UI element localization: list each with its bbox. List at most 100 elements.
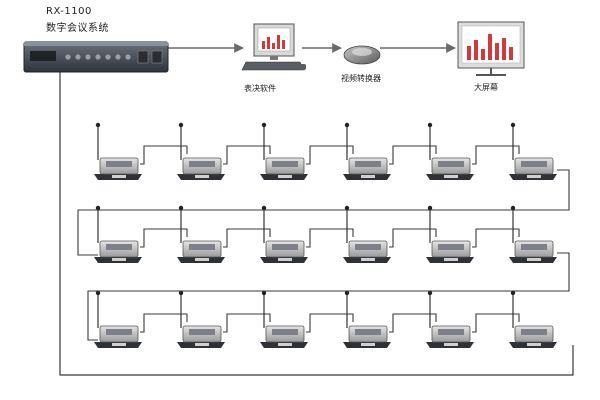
unit-link-cable — [306, 145, 354, 165]
microphone-head-icon — [95, 205, 101, 211]
unit-panel — [438, 244, 464, 250]
unit-button — [527, 175, 541, 178]
host-display — [30, 51, 56, 61]
unit-button — [195, 343, 209, 346]
microphone-head-icon — [510, 205, 516, 211]
host-controller — [23, 41, 169, 73]
unit-panel — [438, 161, 464, 167]
microphone-head-icon — [261, 205, 267, 211]
unit-panel — [438, 329, 464, 335]
row-link-cable — [87, 252, 570, 341]
unit-button — [195, 258, 209, 261]
unit-panel — [272, 329, 298, 335]
unit-link-cable — [389, 228, 437, 248]
unit-link-cable — [140, 313, 188, 333]
delegate-unit — [94, 205, 142, 263]
unit-button — [278, 175, 292, 178]
unit-panel — [106, 161, 132, 167]
microphone-head-icon — [95, 122, 101, 128]
delegate-unit — [260, 122, 308, 180]
unit-button — [112, 175, 126, 178]
host-buttons — [65, 54, 131, 60]
pc-screen-bars — [262, 35, 285, 49]
unit-button — [112, 343, 126, 346]
unit-button — [361, 343, 375, 346]
delegate-unit — [426, 290, 474, 348]
delegate-unit — [426, 122, 474, 180]
microphone-head-icon — [178, 122, 184, 128]
delegate-unit-grid — [77, 122, 570, 348]
microphone-head-icon — [178, 290, 184, 296]
unit-button — [444, 258, 458, 261]
microphone-head-icon — [344, 290, 350, 296]
voting-pc — [241, 23, 306, 71]
delegate-unit — [509, 122, 557, 180]
video-converter — [343, 45, 381, 65]
unit-link-cable — [223, 313, 271, 333]
microphone-head-icon — [95, 290, 101, 296]
unit-link-cable — [389, 145, 437, 165]
microphone-head-icon — [178, 205, 184, 211]
unit-link-cable — [472, 228, 520, 248]
delegate-unit — [343, 290, 391, 348]
delegate-unit — [343, 122, 391, 180]
host-model-label: RX-1100 — [46, 6, 92, 17]
unit-button — [527, 258, 541, 261]
unit-panel — [106, 329, 132, 335]
delegate-unit — [260, 290, 308, 348]
unit-button — [444, 175, 458, 178]
unit-button — [527, 343, 541, 346]
unit-panel — [521, 329, 547, 335]
unit-panel — [521, 161, 547, 167]
microphone-head-icon — [261, 290, 267, 296]
unit-panel — [272, 161, 298, 167]
unit-link-cable — [472, 145, 520, 165]
unit-panel — [189, 329, 215, 335]
unit-wiring — [77, 145, 570, 341]
unit-link-cable — [223, 228, 271, 248]
unit-button — [112, 258, 126, 261]
delegate-unit — [343, 205, 391, 263]
unit-link-cable — [223, 145, 271, 165]
unit-button — [361, 175, 375, 178]
unit-link-cable — [306, 228, 354, 248]
unit-panel — [189, 161, 215, 167]
unit-button — [444, 343, 458, 346]
unit-panel — [189, 244, 215, 250]
big-screen — [457, 21, 525, 76]
delegate-unit — [177, 205, 225, 263]
unit-link-cable — [306, 313, 354, 333]
delegate-unit — [260, 205, 308, 263]
delegate-unit — [94, 290, 142, 348]
unit-panel — [272, 244, 298, 250]
screen-chart-bars — [467, 34, 513, 60]
unit-link-cable — [140, 228, 188, 248]
screen-caption: 大屏幕 — [474, 83, 498, 92]
microphone-head-icon — [427, 122, 433, 128]
microphone-head-icon — [510, 122, 516, 128]
delegate-unit — [177, 122, 225, 180]
unit-panel — [355, 329, 381, 335]
system-name-label: 数字会议系统 — [46, 23, 109, 34]
unit-button — [278, 343, 292, 346]
pc-caption: 表决软件 — [244, 84, 276, 93]
delegate-unit — [509, 205, 557, 263]
unit-button — [278, 258, 292, 261]
delegate-unit — [509, 290, 557, 348]
microphone-head-icon — [427, 290, 433, 296]
unit-link-cable — [140, 145, 188, 165]
delegate-unit — [94, 122, 142, 180]
unit-button — [195, 175, 209, 178]
bus-lines — [59, 72, 574, 376]
unit-link-cable — [472, 313, 520, 333]
microphone-head-icon — [344, 205, 350, 211]
delegate-unit — [177, 290, 225, 348]
microphone-head-icon — [510, 290, 516, 296]
unit-link-cable — [389, 313, 437, 333]
microphone-head-icon — [344, 122, 350, 128]
unit-panel — [355, 161, 381, 167]
converter-caption: 视频转换器 — [341, 74, 381, 83]
unit-panel — [355, 244, 381, 250]
